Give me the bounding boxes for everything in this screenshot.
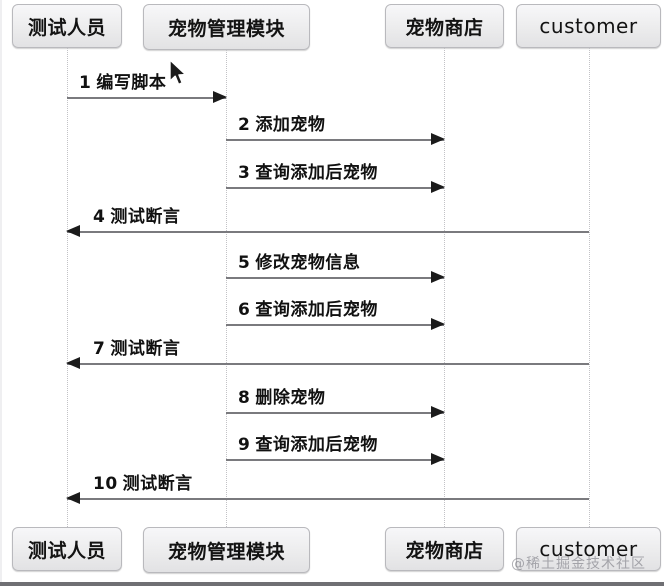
message-sequence-number: 10 xyxy=(93,474,118,494)
arrowhead-right-icon xyxy=(431,271,445,283)
arrowhead-right-icon xyxy=(431,406,445,418)
message-line xyxy=(226,459,444,461)
message-text: 查询添加后宠物 xyxy=(255,435,378,455)
message-line xyxy=(226,277,444,279)
message-text: 测试断言 xyxy=(122,474,193,494)
lifeline-petshop xyxy=(444,48,445,527)
message-sequence-number: 3 xyxy=(238,163,251,183)
message-text: 查询添加后宠物 xyxy=(255,300,378,320)
message-sequence-number: 6 xyxy=(238,300,251,320)
lifeline-tester xyxy=(67,48,68,527)
message-sequence-number: 2 xyxy=(238,115,251,135)
bottom-edge-strip xyxy=(0,582,664,586)
arrowhead-right-icon xyxy=(431,453,445,465)
message-text: 删除宠物 xyxy=(255,388,326,408)
arrowhead-left-icon xyxy=(66,492,80,504)
watermark-text: @稀土掘金技术社区 xyxy=(511,556,646,572)
message-line xyxy=(226,139,444,141)
message-text: 测试断言 xyxy=(110,339,181,359)
participant-label: 宠物管理模块 xyxy=(167,540,285,563)
participant-box-petmod-bottom[interactable]: 宠物管理模块 xyxy=(143,527,310,573)
participant-box-tester-top[interactable]: 测试人员 xyxy=(12,4,122,48)
arrowhead-right-icon xyxy=(431,133,445,145)
participant-box-petmod-top[interactable]: 宠物管理模块 xyxy=(143,4,310,50)
participant-label: 宠物管理模块 xyxy=(167,17,285,40)
participant-box-petshop-top[interactable]: 宠物商店 xyxy=(385,4,504,48)
participant-label: 宠物商店 xyxy=(405,16,484,39)
left-edge-strip xyxy=(0,0,2,586)
message-text: 添加宠物 xyxy=(255,115,326,135)
participant-label: 宠物商店 xyxy=(405,539,484,562)
message-text: 修改宠物信息 xyxy=(255,253,361,273)
lifeline-petmod xyxy=(226,50,227,527)
participant-label: customer xyxy=(539,14,638,38)
message-text: 编写脚本 xyxy=(96,73,167,93)
message-sequence-number: 8 xyxy=(238,388,251,408)
message-line xyxy=(226,324,444,326)
participant-label: 测试人员 xyxy=(27,539,106,562)
participant-label: 测试人员 xyxy=(27,16,106,39)
arrowhead-right-icon xyxy=(431,318,445,330)
arrowhead-left-icon xyxy=(66,357,80,369)
message-sequence-number: 7 xyxy=(93,339,106,359)
message-sequence-number: 4 xyxy=(93,207,106,227)
message-sequence-number: 5 xyxy=(238,253,251,273)
message-line xyxy=(67,97,226,99)
message-sequence-number: 1 xyxy=(79,73,92,93)
participant-label: customer xyxy=(539,537,638,561)
arrowhead-right-icon xyxy=(431,181,445,193)
arrowhead-right-icon xyxy=(213,91,227,103)
lifeline-customer xyxy=(589,48,590,527)
message-line xyxy=(226,187,444,189)
message-line xyxy=(67,363,589,365)
message-text: 测试断言 xyxy=(110,207,181,227)
message-line xyxy=(67,498,589,500)
participant-box-customer-bottom[interactable]: customer xyxy=(516,527,661,571)
participant-box-petshop-bottom[interactable]: 宠物商店 xyxy=(385,527,504,571)
participant-box-customer-top[interactable]: customer xyxy=(516,4,661,48)
mouse-pointer-icon xyxy=(169,59,187,86)
arrowhead-left-icon xyxy=(66,225,80,237)
message-sequence-number: 9 xyxy=(238,435,251,455)
message-line xyxy=(67,231,589,233)
message-line xyxy=(226,412,444,414)
participant-box-tester-bottom[interactable]: 测试人员 xyxy=(12,527,122,571)
message-text: 查询添加后宠物 xyxy=(255,163,378,183)
